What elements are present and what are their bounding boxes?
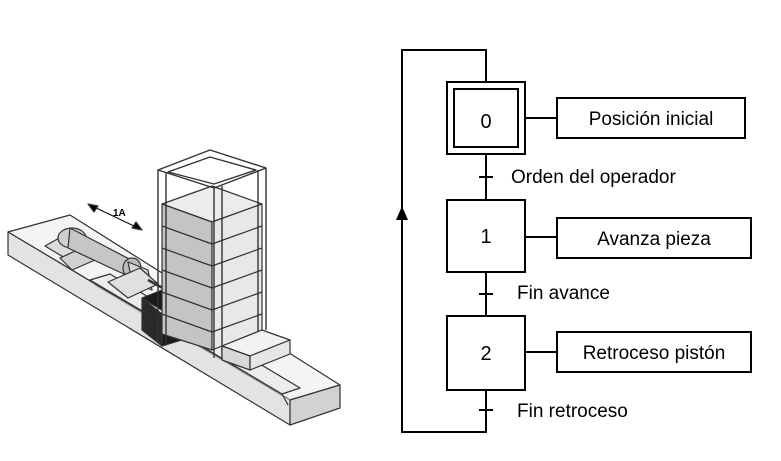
step-number: 0 xyxy=(480,111,491,133)
action-label: Posición inicial xyxy=(589,109,714,130)
magazine-tower xyxy=(157,149,291,371)
step-2: 2 xyxy=(446,315,526,391)
action-label: Avanza pieza xyxy=(597,229,711,250)
action-label: Retroceso pistón xyxy=(583,343,726,364)
step-number: 1 xyxy=(480,226,491,248)
action-box-0: Posición inicial xyxy=(556,97,746,139)
step-0: 0 xyxy=(446,81,526,155)
step-number: 2 xyxy=(480,343,491,365)
pneumatic-cylinder xyxy=(44,227,171,299)
machine-illustration: 1A xyxy=(7,149,341,426)
return-loop-arrow xyxy=(396,206,408,220)
stacked-pieces xyxy=(161,203,263,351)
return-loop-line xyxy=(401,49,487,433)
stroke-dimension: 1A xyxy=(87,203,143,231)
transition-condition: Fin retroceso xyxy=(517,401,628,422)
grafcet-diagram: 0 Posición inicial Orden del operador 1 … xyxy=(396,49,752,433)
transition-condition: Orden del operador xyxy=(511,167,676,188)
action-box-2: Retroceso pistón xyxy=(556,331,752,373)
dimension-label: 1A xyxy=(113,208,126,219)
action-box-1: Avanza pieza xyxy=(556,217,752,259)
transition-condition: Fin avance xyxy=(517,283,610,304)
step-1: 1 xyxy=(446,199,526,273)
